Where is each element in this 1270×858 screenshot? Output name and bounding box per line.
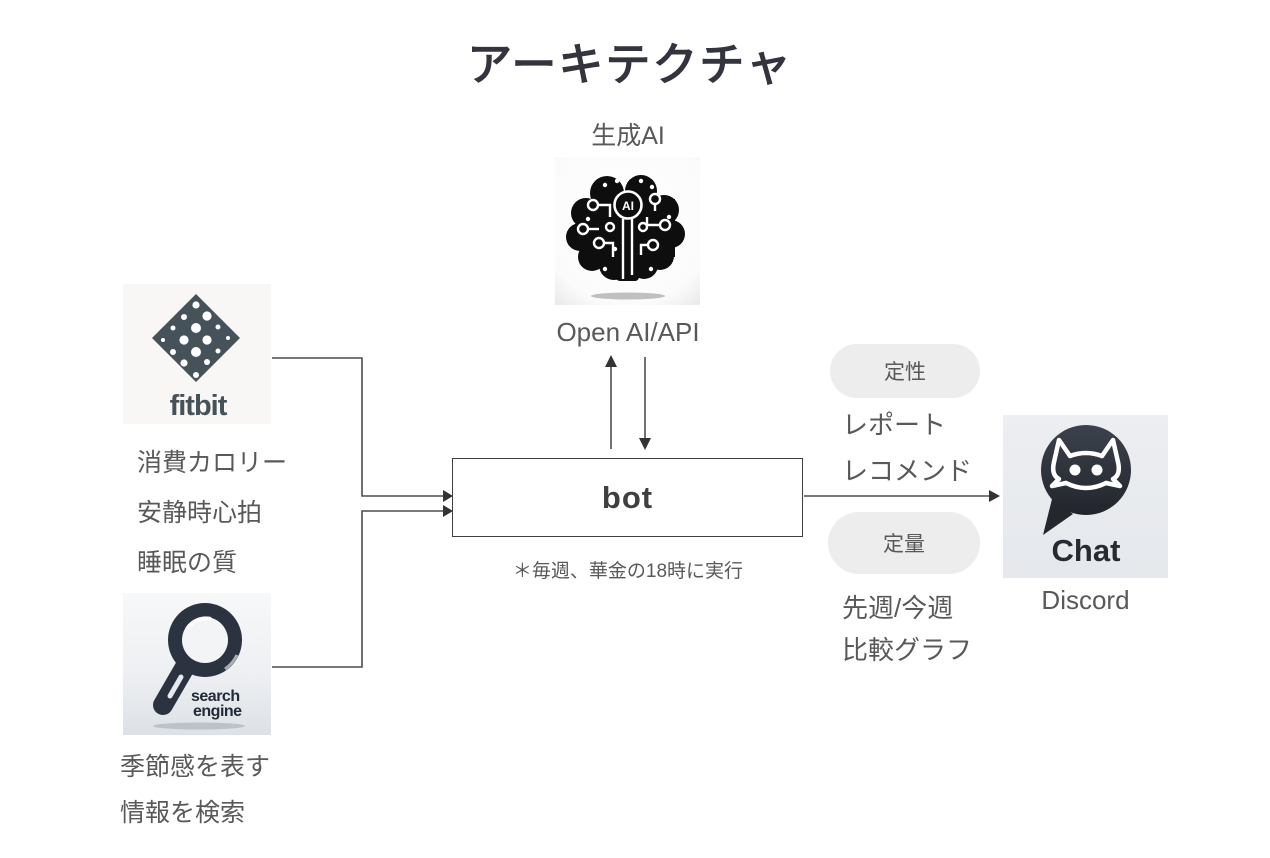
arrow-fitbit-to-bot: [272, 357, 443, 497]
bot-box: bot: [452, 458, 803, 537]
qualitative-badge: 定性: [830, 344, 980, 398]
page-title: アーキテクチャ: [467, 39, 793, 90]
arrow-search-to-bot: [272, 510, 443, 668]
ai-badge-text: AI: [622, 199, 634, 213]
search-logo-line2: engine: [193, 703, 242, 720]
bot-schedule-note: ＊毎週、華金の18時に実行: [512, 561, 744, 582]
quantitative-item: 比較グラフ: [842, 635, 973, 665]
fitbit-logo-text: fitbit: [170, 390, 228, 422]
qualitative-item: レポート: [842, 410, 947, 440]
magnifier: [153, 603, 242, 715]
ai-icon-shadow: [591, 292, 665, 300]
circuit-nodes: [576, 192, 672, 252]
discord-label: Discord: [1041, 585, 1130, 615]
fitbit-metric-list: 消費カロリー 安静時心拍 睡眠の質: [137, 438, 287, 588]
discord-chat-icon: Chat: [1003, 415, 1168, 578]
search-icon-shadow: [153, 722, 245, 730]
quantitative-item: 先週/今週: [842, 593, 954, 623]
ai-brain-icon: AI: [555, 157, 700, 305]
search-logo-line1: search: [191, 688, 240, 705]
chat-logo-text: Chat: [1052, 533, 1121, 568]
ai-badge-circle: [613, 190, 643, 220]
bot-label: bot: [601, 479, 654, 515]
openai-caption: Open AI/API: [556, 317, 700, 347]
qualitative-item: レコメンド: [842, 456, 973, 486]
quantitative-badge-label: 定量: [883, 533, 925, 556]
fitbit-metric: 消費カロリー: [137, 449, 288, 477]
fitbit-metric: 安静時心拍: [137, 499, 263, 527]
fitbit-dots: [161, 301, 230, 378]
quantitative-badge: 定量: [828, 512, 980, 574]
fitbit-diamond: [152, 294, 240, 382]
search-purpose-list: 季節感を表す 情報を検索: [120, 744, 270, 836]
qualitative-badge-label: 定性: [884, 361, 926, 384]
discord-eyes: [1069, 464, 1103, 476]
search-purpose: 季節感を表す: [120, 753, 271, 781]
search-logo-text-group: search engine: [191, 688, 243, 720]
discord-face: [1049, 437, 1123, 491]
fitbit-metric: 睡眠の質: [137, 549, 238, 577]
search-purpose: 情報を検索: [120, 799, 246, 827]
fitbit-icon: fitbit: [123, 284, 271, 424]
search-engine-icon: search engine: [123, 593, 271, 735]
circuit-dots: [585, 178, 672, 272]
genai-label: 生成AI: [591, 122, 665, 150]
